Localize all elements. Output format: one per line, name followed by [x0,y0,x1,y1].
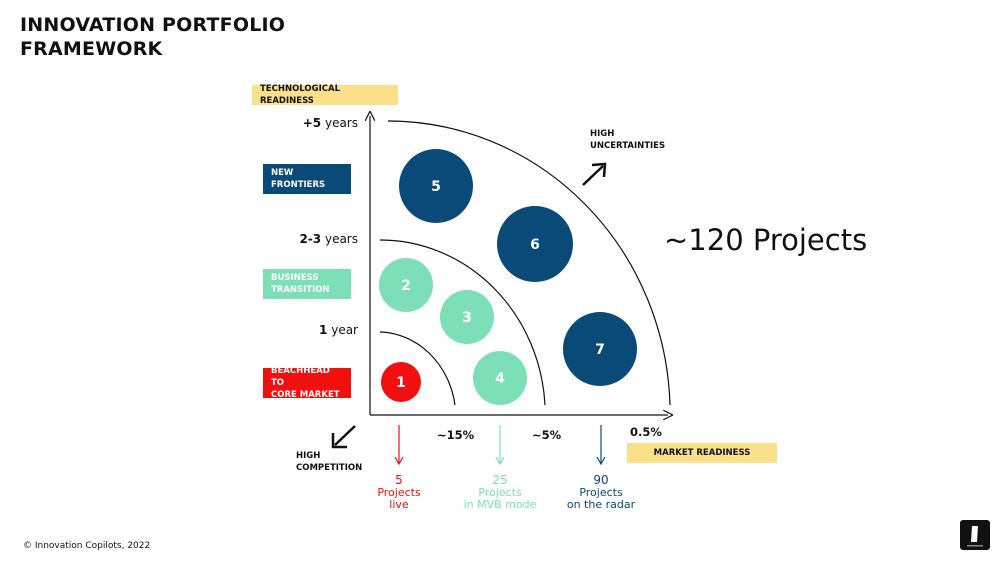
bubble-3 [440,290,494,344]
arc-inner [379,331,456,406]
x-tick-15: ~15% [437,428,475,442]
page-title: INNOVATION PORTFOLIO FRAMEWORK [20,13,340,61]
y-tick-1-year: 1 year [319,323,358,337]
bubble-label-4: 4 [495,371,505,387]
zone-business-transition: BUSINESS TRANSITION [263,269,351,299]
y-tick-2-3-years: 2-3 years [299,232,358,246]
y-axis-label: TECHNOLOGICAL READINESS [252,84,398,106]
stat-radar: 90 Projects on the radar [566,473,636,511]
title-line-1: INNOVATION PORTFOLIO [20,14,286,36]
bubble-7 [563,312,637,386]
zone-beachhead: BEACHHEAD TO CORE MARKET [263,366,351,400]
x-tick-5: ~5% [532,428,562,442]
bubble-5 [399,149,473,223]
arrow-down-green-icon [495,456,505,466]
x-axis-label: MARKET READINESS [627,443,777,463]
bubble-label-7: 7 [595,342,605,358]
bubble-1 [381,362,421,402]
bubble-label-1: 1 [396,375,406,391]
up-right-arrow-icon [582,165,604,186]
bubble-label-3: 3 [462,310,472,326]
copyright: © Innovation Copilots, 2022 [23,541,151,551]
bubble-label-5: 5 [431,179,441,195]
stat-mvb: 25 Projects in MVB mode [463,473,537,511]
x-tick-0-5: 0.5% [630,425,662,439]
bubble-2 [379,258,433,312]
high-competition-label: HIGH COMPETITION [296,451,363,473]
company-logo [960,520,990,550]
bubble-4 [473,351,527,405]
y-tick-5-years: +5 years [302,116,358,130]
arrow-down-red-icon [394,456,404,466]
bubble-6 [497,206,573,282]
bubble-label-2: 2 [401,278,411,294]
down-left-arrow-icon [334,425,356,446]
arrow-down-blue-icon [596,456,606,466]
title-line-2: FRAMEWORK [20,38,163,60]
arc-middle [379,239,546,406]
total-projects: ~120 Projects [664,223,868,257]
bubble-label-6: 6 [530,237,540,253]
zone-new-frontiers: NEW FRONTIERS [263,164,351,194]
high-uncertainties-label: HIGH UNCERTAINTIES [590,129,666,151]
arc-outer [387,120,671,406]
stat-live: 5 Projects live [377,473,421,511]
